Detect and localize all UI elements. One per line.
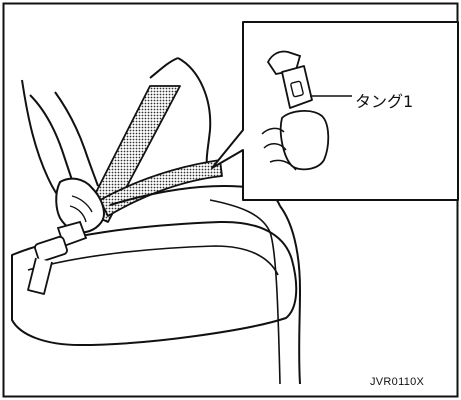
inset-buckle [281, 111, 329, 169]
upper-arm [30, 95, 76, 192]
torso-front [178, 58, 210, 170]
shoulder-line [150, 58, 178, 78]
upper-arm-inner [55, 92, 98, 186]
inset-panel [212, 22, 458, 200]
callout-label: タング1 [355, 88, 413, 112]
figure-code: JVR0110X [370, 376, 424, 388]
